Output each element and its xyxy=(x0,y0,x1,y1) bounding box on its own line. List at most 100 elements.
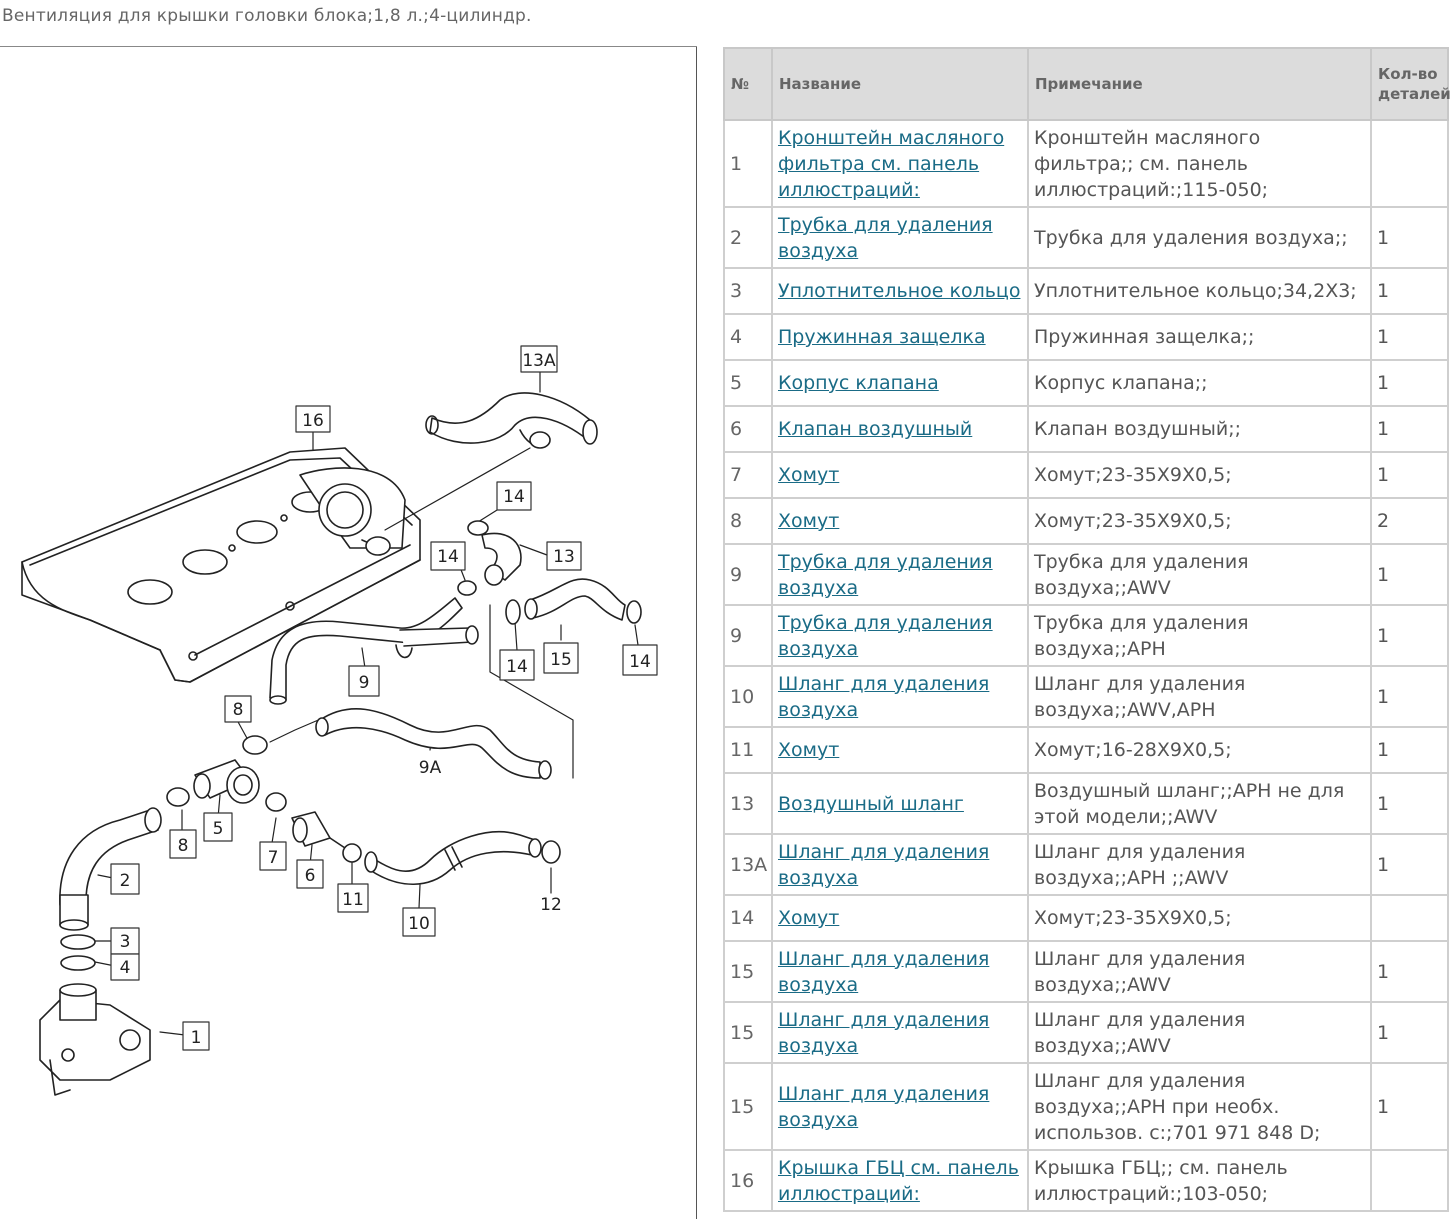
callout-10: 10 xyxy=(408,914,430,934)
part-link[interactable]: Корпус клапана xyxy=(778,372,939,394)
callout-7: 7 xyxy=(268,848,279,868)
row-name-cell: Уплотнительное кольцо xyxy=(771,267,1029,315)
callout-13: 13 xyxy=(553,547,575,567)
row-note: Хомут;16-28X9X0,5; xyxy=(1027,726,1372,774)
row-qty: 1 xyxy=(1370,1001,1449,1064)
part-link[interactable]: Шланг для удаления воздуха xyxy=(778,840,990,889)
row-qty xyxy=(1370,1149,1449,1212)
part-link[interactable]: Пружинная защелка xyxy=(778,326,986,348)
part-link[interactable]: Трубка для удаления воздуха xyxy=(778,213,993,262)
row-qty: 1 xyxy=(1370,604,1449,667)
row-num: 16 xyxy=(723,1149,773,1212)
callout-8-lower: 8 xyxy=(178,836,189,856)
callout-12: 12 xyxy=(540,895,562,915)
row-num: 2 xyxy=(723,206,773,269)
part-link[interactable]: Хомут xyxy=(778,510,840,532)
hose-13a-drawing xyxy=(425,392,598,449)
row-note: Шланг для удаления воздуха;;AWV xyxy=(1027,1001,1372,1064)
row-name-cell: Трубка для удаления воздуха xyxy=(771,206,1029,269)
row-note: Шланг для удаления воздуха;;APH при необ… xyxy=(1027,1062,1372,1151)
row-note: Кронштейн масляного фильтра;; см. панель… xyxy=(1027,119,1372,208)
row-name-cell: Шланг для удаления воздуха xyxy=(771,833,1029,896)
part-link[interactable]: Клапан воздушный xyxy=(778,418,973,440)
callout-2: 2 xyxy=(120,871,131,891)
row-note: Уплотнительное кольцо;34,2X3; xyxy=(1027,267,1372,315)
row-qty xyxy=(1370,894,1449,942)
header-name: Название xyxy=(771,47,1029,121)
row-num: 3 xyxy=(723,267,773,315)
callout-14-lower: 14 xyxy=(506,657,528,677)
row-name-cell: Корпус клапана xyxy=(771,359,1029,407)
row-qty: 1 xyxy=(1370,313,1449,361)
row-qty: 1 xyxy=(1370,405,1449,453)
header-qty: Кол-во деталей xyxy=(1370,47,1451,121)
diagram-svg: 13A 16 14 14 13 14 15 14 9 8 9A 8 5 7 6 … xyxy=(21,345,658,1096)
part-link[interactable]: Хомут xyxy=(778,464,840,486)
row-num: 10 xyxy=(723,665,773,728)
row-name-cell: Хомут xyxy=(771,726,1029,774)
row-qty: 1 xyxy=(1370,833,1449,896)
row-qty: 1 xyxy=(1370,451,1449,499)
row-num: 9 xyxy=(723,543,773,606)
part-link[interactable]: Шланг для удаления воздуха xyxy=(778,1008,990,1057)
part-link[interactable]: Шланг для удаления воздуха xyxy=(778,672,990,721)
row-name-cell: Шланг для удаления воздуха xyxy=(771,665,1029,728)
part-link[interactable]: Трубка для удаления воздуха xyxy=(778,550,993,599)
hose-15-drawing xyxy=(505,578,642,625)
part-link[interactable]: Шланг для удаления воздуха xyxy=(778,1082,990,1131)
part-link[interactable]: Уплотнительное кольцо xyxy=(778,280,1021,302)
part-link[interactable]: Трубка для удаления воздуха xyxy=(778,611,993,660)
hose-9a-drawing xyxy=(315,708,552,780)
row-name-cell: Хомут xyxy=(771,894,1029,942)
part-link[interactable]: Хомут xyxy=(778,739,840,761)
row-note: Шланг для удаления воздуха;;AWV,APH xyxy=(1027,665,1372,728)
row-qty: 1 xyxy=(1370,772,1449,835)
hose-13-drawing xyxy=(457,520,522,596)
row-qty: 1 xyxy=(1370,267,1449,315)
row-num: 15 xyxy=(723,1062,773,1151)
row-note: Шланг для удаления воздуха;;APH ;;AWV xyxy=(1027,833,1372,896)
row-num: 1 xyxy=(723,119,773,208)
row-num: 5 xyxy=(723,359,773,407)
pipe-2-bracket-1-drawing xyxy=(39,807,162,1096)
row-qty: 1 xyxy=(1370,665,1449,728)
part-link[interactable]: Воздушный шланг xyxy=(778,792,964,815)
exploded-parts-diagram: 13A 16 14 14 13 14 15 14 9 8 9A 8 5 7 6 … xyxy=(0,47,697,1219)
row-num: 6 xyxy=(723,405,773,453)
part-link[interactable]: Крышка ГБЦ см. панель иллюстраций: xyxy=(778,1156,1019,1205)
row-qty: 1 xyxy=(1370,359,1449,407)
callout-1: 1 xyxy=(191,1028,202,1048)
row-name-cell: Крышка ГБЦ см. панель иллюстраций: xyxy=(771,1149,1029,1212)
row-name-cell: Пружинная защелка xyxy=(771,313,1029,361)
row-name-cell: Шланг для удаления воздуха xyxy=(771,940,1029,1003)
row-note: Корпус клапана;; xyxy=(1027,359,1372,407)
row-qty: 1 xyxy=(1370,940,1449,1003)
callout-14-mid: 14 xyxy=(437,547,459,567)
row-note: Хомут;23-35X9X0,5; xyxy=(1027,451,1372,499)
row-qty: 1 xyxy=(1370,1062,1449,1151)
row-name-cell: Хомут xyxy=(771,451,1029,499)
row-note: Воздушный шланг;;APH не для этой модели;… xyxy=(1027,772,1372,835)
row-num: 4 xyxy=(723,313,773,361)
callout-6: 6 xyxy=(305,866,316,886)
row-note: Шланг для удаления воздуха;;AWV xyxy=(1027,940,1372,1003)
row-num: 8 xyxy=(723,497,773,545)
valve-assembly-drawing xyxy=(166,735,561,886)
row-note: Клапан воздушный;; xyxy=(1027,405,1372,453)
part-link[interactable]: Хомут xyxy=(778,907,840,929)
row-qty: 1 xyxy=(1370,543,1449,606)
callout-3: 3 xyxy=(120,932,131,952)
part-link[interactable]: Шланг для удаления воздуха xyxy=(778,947,990,996)
part-link[interactable]: Кронштейн масляного фильтра см. панель и… xyxy=(778,126,1005,201)
row-qty: 1 xyxy=(1370,726,1449,774)
row-note: Крышка ГБЦ;; см. панель иллюстраций:;103… xyxy=(1027,1149,1372,1212)
